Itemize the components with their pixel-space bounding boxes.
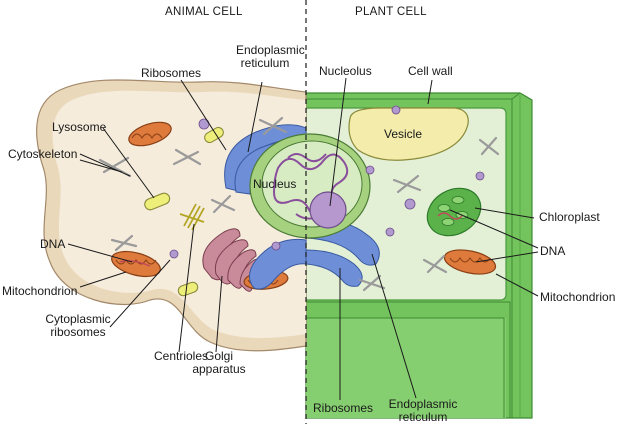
label-nucleolus: Nucleolus	[319, 64, 372, 78]
ribosome-dots	[169, 105, 485, 259]
label-cell-wall: Cell wall	[408, 64, 453, 78]
label-nucleus: Nucleus	[253, 177, 297, 191]
plant-cell-header: PLANT CELL	[355, 6, 427, 18]
animal-mitochondrion-shape	[111, 250, 161, 278]
label-er-top-line1: Endoplasmic	[236, 43, 305, 57]
label-golgi-line2: apparatus	[192, 362, 246, 376]
label-ribosomes-top: Ribosomes	[141, 66, 202, 80]
label-er-bottom-line1: Endoplasmic	[388, 397, 458, 411]
lysosome-shape	[144, 192, 171, 211]
label-er-bottom-line2: reticulum	[398, 410, 448, 424]
label-cytoskeleton: Cytoskeleton	[8, 147, 78, 161]
label-cyto-ribo-line2: ribosomes	[50, 325, 106, 339]
nucleus-shape	[249, 133, 371, 239]
label-er-bottom: Endoplasmic reticulum	[388, 398, 458, 424]
animal-cell-header: ANIMAL CELL	[165, 6, 243, 18]
cytoskeleton-shape	[98, 116, 500, 292]
label-er-top: Endoplasmic reticulum	[236, 43, 305, 70]
label-cyto-ribo-line1: Cytoplasmic	[45, 312, 111, 326]
label-golgi-line1: Golgi	[204, 349, 233, 363]
label-golgi-apparatus: Golgi apparatus	[190, 350, 248, 376]
animal-mitochondrion-top-shape	[128, 121, 172, 147]
leader-lines	[67, 77, 539, 400]
label-chloroplast: Chloroplast	[539, 210, 600, 224]
label-centrioles: Centrioles	[154, 349, 209, 363]
nucleolus-shape	[309, 191, 347, 229]
label-cytoplasmic-ribosomes: Cytoplasmic ribosomes	[40, 313, 116, 339]
label-mitochondrion-right: Mitochondrion	[540, 290, 616, 304]
label-dna-right: DNA	[540, 244, 566, 258]
label-vesicle: Vesicle	[384, 127, 423, 141]
label-er-top-line2: reticulum	[240, 56, 290, 70]
label-dna-left: DNA	[40, 237, 66, 251]
label-ribosomes-bottom: Ribosomes	[313, 401, 374, 415]
label-lysosome: Lysosome	[52, 120, 107, 134]
vesicle-shape	[348, 107, 469, 161]
label-mitochondrion-left: Mitochondrion	[2, 284, 78, 298]
